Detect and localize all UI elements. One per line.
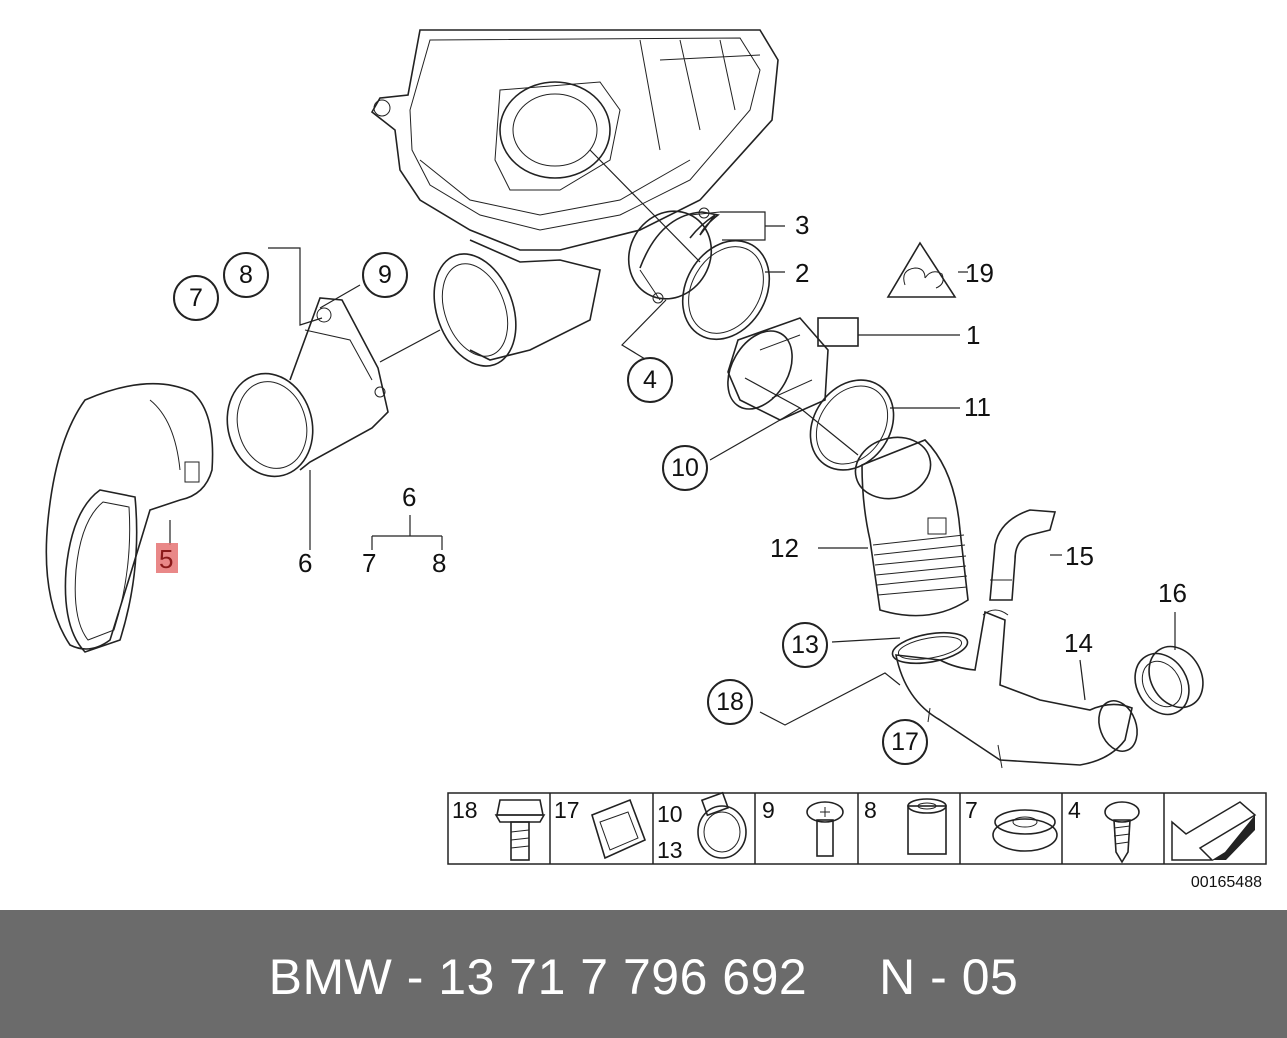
bolt-icon: [494, 799, 546, 861]
callout-17: 17: [891, 728, 919, 756]
table-label-9: 9: [762, 797, 775, 823]
hose-clamp-icon: [697, 791, 747, 859]
callout-18: 18: [716, 688, 744, 716]
air-filter-housing: [370, 29, 779, 367]
callout-10: 10: [671, 454, 699, 482]
callout-labels: 7 8 9 4 10 13 18 17 3 2 19 1 11 12 15 16…: [156, 210, 1187, 756]
tapping-screw-icon: [1104, 801, 1140, 864]
label-12: 12: [770, 533, 799, 563]
callout-8: 8: [239, 261, 253, 289]
table-label-17: 17: [554, 797, 580, 823]
label-11: 11: [964, 392, 991, 422]
leader-lines: [169, 149, 1176, 726]
parts-diagram: 7 8 9 4 10 13 18 17 3 2 19 1 11 12 15 16…: [45, 29, 1267, 891]
label-3: 3: [795, 210, 809, 240]
table-label-18: 18: [452, 797, 478, 823]
clip-nut-icon: [591, 798, 647, 860]
callout-9: 9: [378, 261, 392, 289]
screw-icon: [806, 801, 844, 857]
table-label-13: 13: [657, 837, 683, 863]
table-label-4: 4: [1068, 797, 1081, 823]
label-1: 1: [966, 320, 980, 350]
grommet-ring: [1134, 645, 1204, 716]
bracket: [627, 207, 721, 304]
table-label-8: 8: [864, 797, 877, 823]
callout-circles: [173, 252, 928, 765]
label-19: 19: [965, 258, 994, 288]
table-label-10: 10: [657, 801, 683, 827]
clamp-ring: [809, 379, 895, 471]
diagram-id: 00165488: [1191, 874, 1262, 891]
small-hose: [989, 509, 1057, 601]
lower-pipe: [895, 609, 1138, 769]
part-number-caption: BMW - 13 71 7 796 692 N - 05: [268, 949, 1019, 1005]
label-5: 5: [159, 544, 173, 574]
label-2: 2: [795, 258, 809, 288]
group-label-7: 7: [362, 548, 376, 578]
group-label-6: 6: [402, 482, 416, 512]
arrow-icon: [1171, 801, 1257, 861]
air-intake-duct: [45, 382, 214, 653]
table-label-7: 7: [965, 797, 978, 823]
label-6: 6: [298, 548, 312, 578]
callout-4: 4: [643, 366, 657, 394]
warning-triangle-icon: [886, 241, 957, 298]
seal-ring: [681, 239, 771, 341]
label-16: 16: [1158, 578, 1187, 608]
bellows-hose: [854, 436, 969, 617]
hose-clamp: [891, 631, 969, 665]
parts-table: 18 17 10 13 9 8 7 4: [447, 791, 1267, 865]
intake-snorkel: [226, 297, 389, 478]
callout-13: 13: [791, 631, 819, 659]
label-14: 14: [1064, 628, 1093, 658]
highlight-5: [156, 543, 178, 573]
footer-bar: BMW - 13 71 7 796 692 N - 05: [0, 910, 1287, 1038]
group-label-8: 8: [432, 548, 446, 578]
callout-7: 7: [189, 284, 203, 312]
label-15: 15: [1065, 541, 1094, 571]
sleeve-icon: [907, 798, 947, 855]
grommet-icon: [992, 809, 1058, 852]
